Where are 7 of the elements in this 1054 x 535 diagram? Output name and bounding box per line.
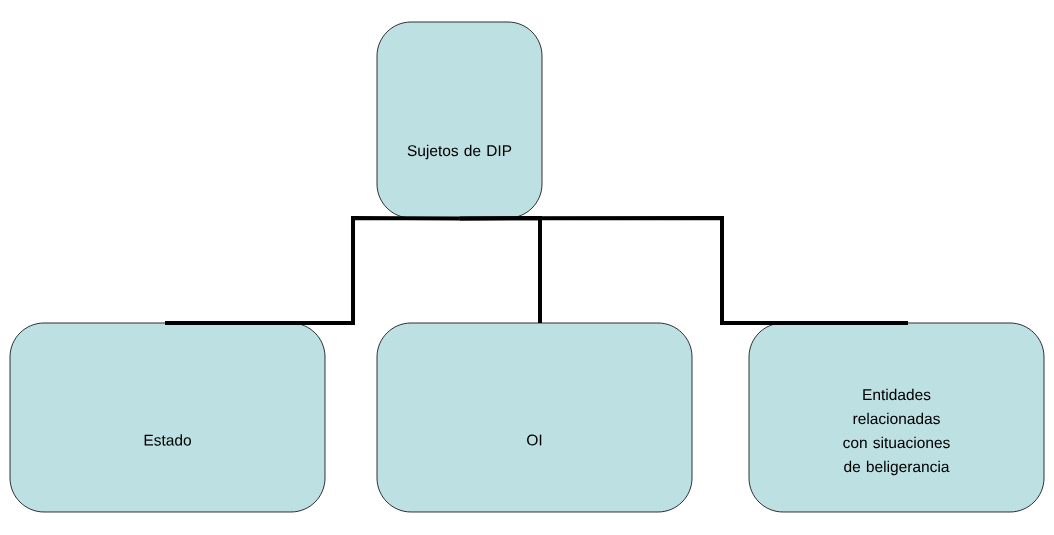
connector-line (459, 216, 542, 323)
connector-line (459, 216, 908, 325)
rounded-box: OI (376, 322, 693, 513)
rounded-box: Estado (9, 322, 326, 513)
rounded-box: Entidades relacionadas con situaciones de beligerancia (748, 322, 1045, 513)
connector-line (165, 216, 460, 325)
rounded-box: Sujetos de DIP (376, 21, 543, 219)
